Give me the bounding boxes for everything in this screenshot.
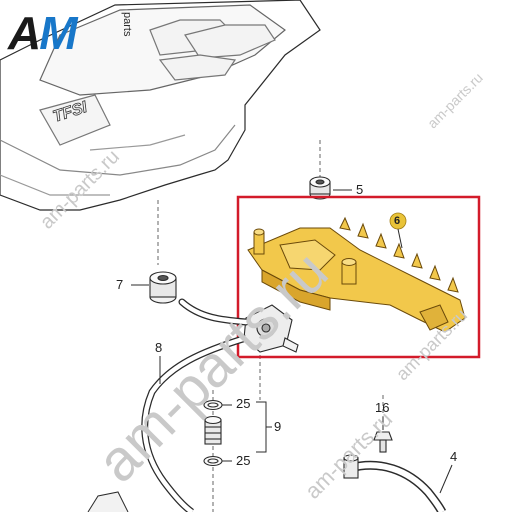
- callout-25-bottom: 25: [236, 453, 251, 468]
- callout-7: 7: [116, 277, 124, 292]
- o-ring-25-bottom: [203, 455, 223, 467]
- callout-8: 8: [155, 340, 163, 355]
- hose-upper-fill: [179, 299, 249, 325]
- vacuum-valve: [243, 304, 299, 353]
- callout-6: 6: [394, 215, 401, 227]
- lower-part-fragment: [87, 491, 129, 512]
- callout-9: 9: [274, 419, 282, 434]
- logo-brand: AM: [8, 7, 78, 59]
- callout-4: 4: [450, 449, 458, 464]
- hose-4-fill: [349, 462, 445, 512]
- bolt-16: [373, 431, 393, 453]
- coil-bracket-part-6: [247, 216, 466, 333]
- logo-brand-m: M: [39, 7, 77, 59]
- callout-9-bracket: [256, 401, 272, 453]
- am-parts-logo: AM parts: [8, 8, 143, 58]
- hose-4-clip: [343, 454, 359, 479]
- grommet-5: [309, 176, 331, 200]
- hose-8-fill: [142, 335, 247, 512]
- callout-leaders: [131, 189, 453, 494]
- o-ring-25-top: [203, 399, 223, 411]
- callout-5: 5: [356, 182, 364, 197]
- grommet-7: [149, 271, 177, 304]
- logo-suffix: parts: [121, 12, 133, 37]
- highlight-box: [236, 195, 481, 359]
- fitting-9: [204, 415, 222, 445]
- engine-cover: [0, 0, 321, 211]
- callout-16: 16: [375, 400, 390, 415]
- callout-25-top: 25: [236, 396, 251, 411]
- logo-brand-a: A: [8, 7, 41, 59]
- callout-6-leader: [397, 228, 403, 249]
